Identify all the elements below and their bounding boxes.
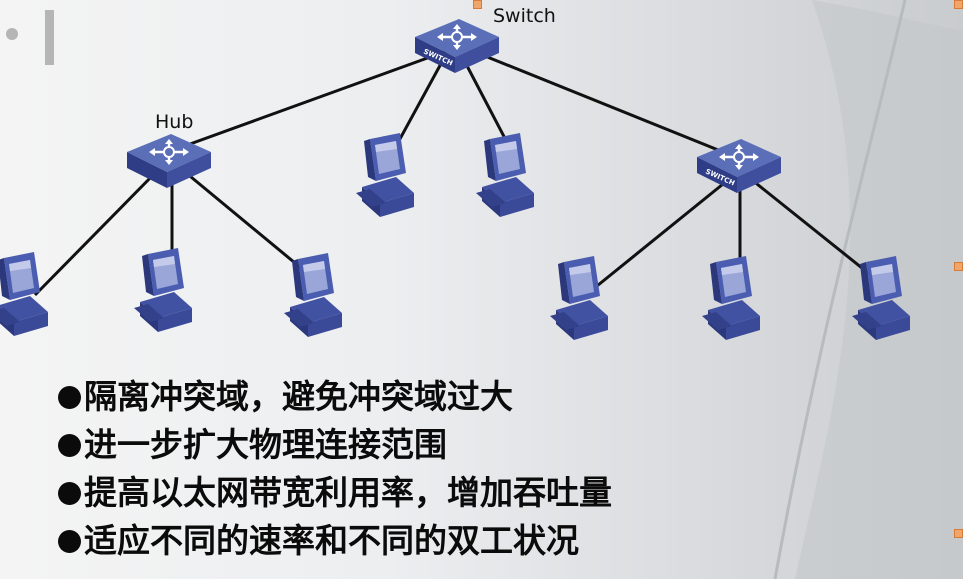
corner-dot-icon <box>6 28 18 40</box>
hub-label: Hub <box>155 111 194 133</box>
resize-handle[interactable] <box>954 262 963 271</box>
bullet-item: 进一步扩大物理连接范围 <box>58 421 612 469</box>
bullet-dot-icon <box>58 434 81 457</box>
bullet-item: 适应不同的速率和不同的双工状况 <box>58 517 612 565</box>
link-switch-pc-3 <box>393 59 445 149</box>
computer-icon <box>476 133 534 217</box>
link-hub-pc-0 <box>33 168 160 297</box>
computer-icon <box>550 256 608 340</box>
resize-handle[interactable] <box>954 0 963 9</box>
bullet-dot-icon <box>58 386 81 409</box>
bullet-list: 隔离冲突域，避免冲突域过大 进一步扩大物理连接范围 提高以太网带宽利用率，增加吞… <box>58 373 612 565</box>
switch-label: Switch <box>493 5 556 27</box>
link-switch-pc-4 <box>463 61 512 149</box>
corner-bar-icon <box>45 10 54 65</box>
resize-handle[interactable] <box>473 0 482 9</box>
computer-icon <box>702 256 760 340</box>
resize-handle[interactable] <box>954 529 963 538</box>
computer-icon <box>284 253 342 337</box>
bullet-dot-icon <box>58 482 81 505</box>
bullet-dot-icon <box>58 530 81 553</box>
bullet-text: 进一步扩大物理连接范围 <box>84 425 447 464</box>
computer-icon <box>134 248 192 332</box>
switch-main-icon: SWITCH <box>413 17 501 75</box>
computer-icon <box>852 256 910 340</box>
bullet-item: 提高以太网带宽利用率，增加吞吐量 <box>58 469 612 517</box>
bullet-text: 提高以太网带宽利用率，增加吞吐量 <box>84 473 612 512</box>
link-switch-switch2 <box>474 50 739 160</box>
bullet-text: 适应不同的速率和不同的双工状况 <box>84 521 579 560</box>
bullet-item: 隔离冲突域，避免冲突域过大 <box>58 373 612 421</box>
link-switch-hub <box>167 46 456 154</box>
bullet-text: 隔离冲突域，避免冲突域过大 <box>84 377 513 416</box>
computer-icon <box>356 133 414 217</box>
link-switch2-pc-5 <box>591 178 729 292</box>
computer-icon <box>0 252 48 336</box>
